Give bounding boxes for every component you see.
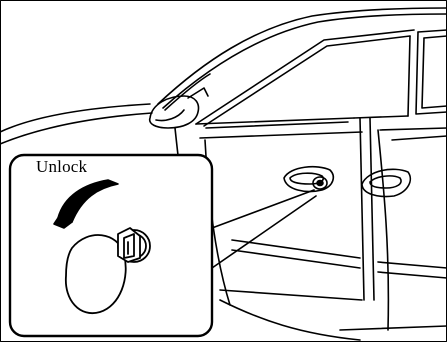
- unlock-label: Unlock: [36, 158, 87, 175]
- door-handle-front: [284, 167, 333, 192]
- door-handle-rear: [362, 169, 410, 196]
- callout-leader: [212, 190, 316, 268]
